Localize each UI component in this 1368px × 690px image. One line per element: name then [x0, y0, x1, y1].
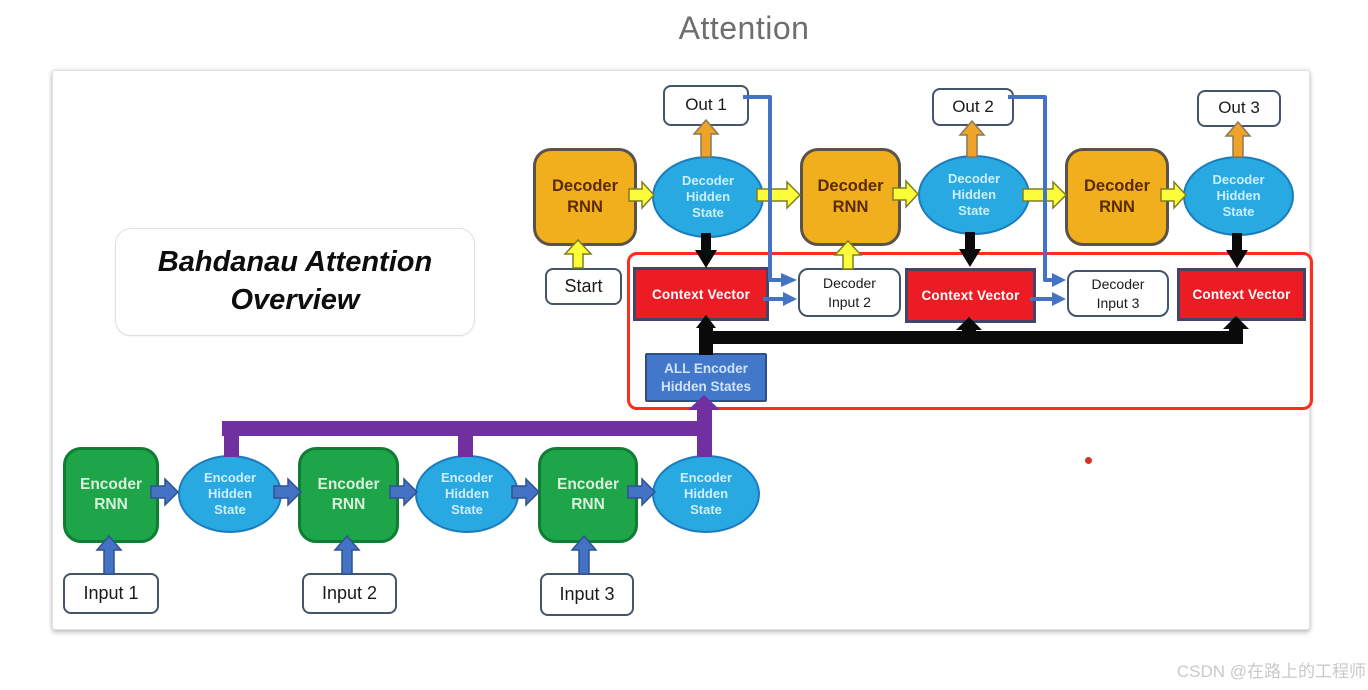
blue-line-out1-to-decoder-input2 [743, 95, 797, 287]
input-1-box: Input 1 [63, 573, 159, 614]
yellow-arrow-decoder-rnn2-to-hidden2 [892, 179, 920, 209]
decoder-rnn-1-box: Decoder RNN [533, 148, 637, 246]
blue-arrow-context1-to-decoder-input2 [763, 292, 797, 306]
blue-arrow-hidden1-to-encoder-rnn2 [273, 477, 303, 507]
gold-arrow-hidden1-to-out1 [692, 118, 720, 158]
blue-arrow-encoder-rnn3-to-hidden3 [627, 477, 657, 507]
start-box: Start [545, 268, 622, 305]
black-arrow-hidden2-to-context2 [959, 232, 981, 267]
decoder-hidden-state-3-ellipse: Decoder Hidden State [1183, 156, 1294, 236]
decoder-rnn-3-box: Decoder RNN [1065, 148, 1169, 246]
yellow-arrow-decoder-rnn1-to-hidden1 [628, 180, 656, 210]
encoder-rnn-2-box: Encoder RNN [298, 447, 399, 543]
blue-arrow-input1-to-encoder-rnn1 [95, 534, 123, 575]
gold-arrow-hidden2-to-out2 [958, 119, 986, 158]
out-1-box: Out 1 [663, 85, 749, 126]
decoder-input-2-box: Decoder Input 2 [798, 268, 901, 317]
decoder-rnn-2-box: Decoder RNN [800, 148, 901, 246]
black-arrow-hidden1-to-context1 [695, 233, 717, 268]
input-2-box: Input 2 [302, 573, 397, 614]
all-encoder-hidden-states-box: ALL Encoder Hidden States [645, 353, 767, 402]
black-bus-allstates-to-context-vectors [696, 315, 1249, 355]
red-dot-artifact [1085, 457, 1092, 464]
yellow-arrow-decoder-rnn3-to-hidden3 [1160, 180, 1188, 210]
context-vector-2-box: Context Vector [905, 268, 1036, 323]
yellow-arrow-decoder-input2-to-decoder-rnn2 [833, 239, 863, 270]
overview-label: Bahdanau Attention Overview [115, 228, 475, 336]
yellow-arrow-start-to-decoder-rnn1 [563, 238, 593, 269]
input-3-box: Input 3 [540, 573, 634, 616]
csdn-watermark: CSDN @在路上的工程师 [1176, 662, 1366, 681]
page-title: Attention [678, 10, 810, 46]
blue-arrow-encoder-rnn1-to-hidden1 [150, 477, 180, 507]
blue-arrow-encoder-rnn2-to-hidden2 [389, 477, 419, 507]
context-vector-1-box: Context Vector [633, 267, 769, 321]
blue-arrow-context2-to-decoder-input3 [1030, 292, 1066, 306]
blue-arrow-input2-to-encoder-rnn2 [333, 534, 361, 575]
gold-arrow-hidden3-to-out3 [1224, 120, 1252, 158]
yellow-arrow-hidden1-to-decoder-rnn2 [756, 180, 802, 210]
context-vector-3-box: Context Vector [1177, 268, 1306, 321]
blue-arrow-input3-to-encoder-rnn3 [570, 534, 598, 575]
encoder-hidden-state-1-ellipse: Encoder Hidden State [178, 455, 282, 533]
decoder-input-3-box: Decoder Input 3 [1067, 270, 1169, 317]
encoder-rnn-1-box: Encoder RNN [63, 447, 159, 543]
out-3-box: Out 3 [1197, 90, 1281, 127]
out-2-box: Out 2 [932, 88, 1014, 126]
blue-arrow-hidden2-to-encoder-rnn3 [511, 477, 541, 507]
blue-line-out2-to-decoder-input3 [1008, 95, 1066, 287]
black-arrow-hidden3-to-context3 [1226, 233, 1248, 268]
purple-bus-encoder-states-to-allbox [222, 395, 720, 457]
